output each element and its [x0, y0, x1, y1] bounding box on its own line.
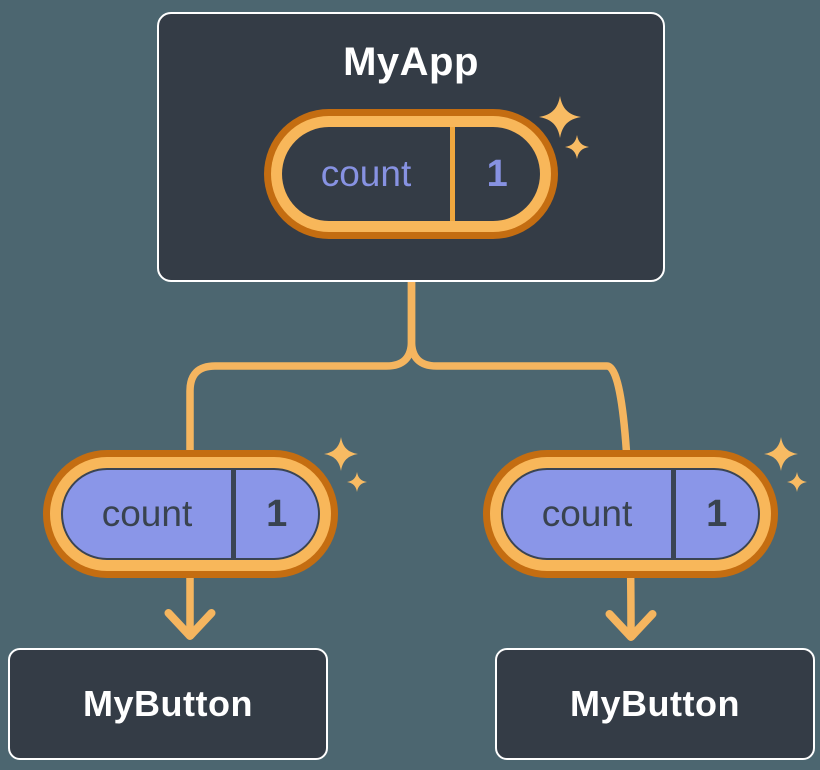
component-node-myapp: MyApp count 1: [157, 12, 665, 282]
component-node-mybutton-left: MyButton: [8, 648, 328, 760]
state-value-label: 1: [706, 492, 728, 535]
state-pill-left-child: count 1: [43, 450, 338, 578]
state-pill-ring: count 1: [490, 457, 771, 571]
component-node-mybutton-right: MyButton: [495, 648, 815, 760]
component-title: MyButton: [83, 683, 253, 724]
state-name-cell: count: [503, 470, 671, 558]
state-name-label: count: [320, 153, 412, 194]
state-name-label: count: [101, 493, 193, 534]
state-pill-ring: count 1: [271, 116, 551, 232]
state-name-label: count: [541, 493, 633, 534]
sparkle-icon: [764, 437, 798, 471]
state-name-cell: count: [282, 127, 450, 221]
sparkle-icon: [539, 96, 581, 138]
state-name-cell: count: [63, 470, 231, 558]
pill-divider: [450, 127, 455, 221]
state-pill-right-child: count 1: [483, 450, 778, 578]
state-value-label: 1: [486, 152, 508, 195]
pill-divider: [671, 470, 676, 558]
state-value-cell: 1: [236, 470, 319, 558]
state-pill-body: count 1: [501, 468, 760, 560]
state-value-cell: 1: [455, 127, 541, 221]
state-value-label: 1: [266, 492, 288, 535]
state-pill-body: count 1: [61, 468, 320, 560]
sparkle-icon: [565, 135, 589, 159]
pill-divider: [231, 470, 236, 558]
component-title: MyButton: [570, 683, 740, 724]
component-title: MyApp: [343, 40, 479, 84]
state-pill-root: count 1: [264, 109, 558, 239]
state-value-cell: 1: [676, 470, 759, 558]
state-pill-ring: count 1: [50, 457, 331, 571]
arrow-head-right-icon: [605, 610, 657, 641]
arrow-head-left-icon: [164, 609, 216, 640]
sparkle-icon: [324, 437, 358, 471]
sparkle-icon: [787, 472, 807, 492]
sparkle-icon: [347, 472, 367, 492]
state-pill-body: count 1: [282, 127, 540, 221]
